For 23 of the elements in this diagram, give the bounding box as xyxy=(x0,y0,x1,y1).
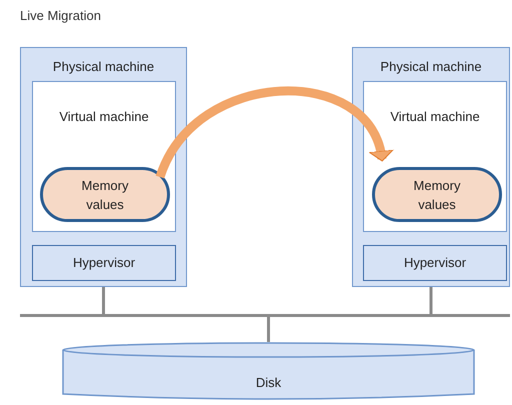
connector-line xyxy=(430,287,432,314)
connector-line xyxy=(267,317,270,342)
node-label: Memory values xyxy=(412,176,462,214)
machine-panel xyxy=(20,47,187,287)
node-label: Physical machine xyxy=(380,58,482,76)
diagram-title: Live Migration xyxy=(20,7,101,25)
node-label: Hypervisor xyxy=(72,254,136,272)
node-label: Virtual machine xyxy=(59,108,149,126)
memory-pill xyxy=(40,167,170,222)
network-bus xyxy=(20,314,510,317)
node-label: Physical machine xyxy=(52,58,154,76)
node-label: Virtual machine xyxy=(390,108,480,126)
hypervisor-box xyxy=(363,245,507,281)
vm-panel xyxy=(363,81,507,232)
node-label: Memory values xyxy=(80,176,130,214)
hypervisor-box xyxy=(32,245,176,281)
machine-panel xyxy=(352,47,510,287)
node-label: Hypervisor xyxy=(404,254,466,272)
vm-panel xyxy=(32,81,176,232)
migration-arrow xyxy=(156,86,392,179)
connector-line xyxy=(102,287,105,314)
node-label: Disk xyxy=(256,374,282,392)
disk-cylinder xyxy=(62,342,475,400)
